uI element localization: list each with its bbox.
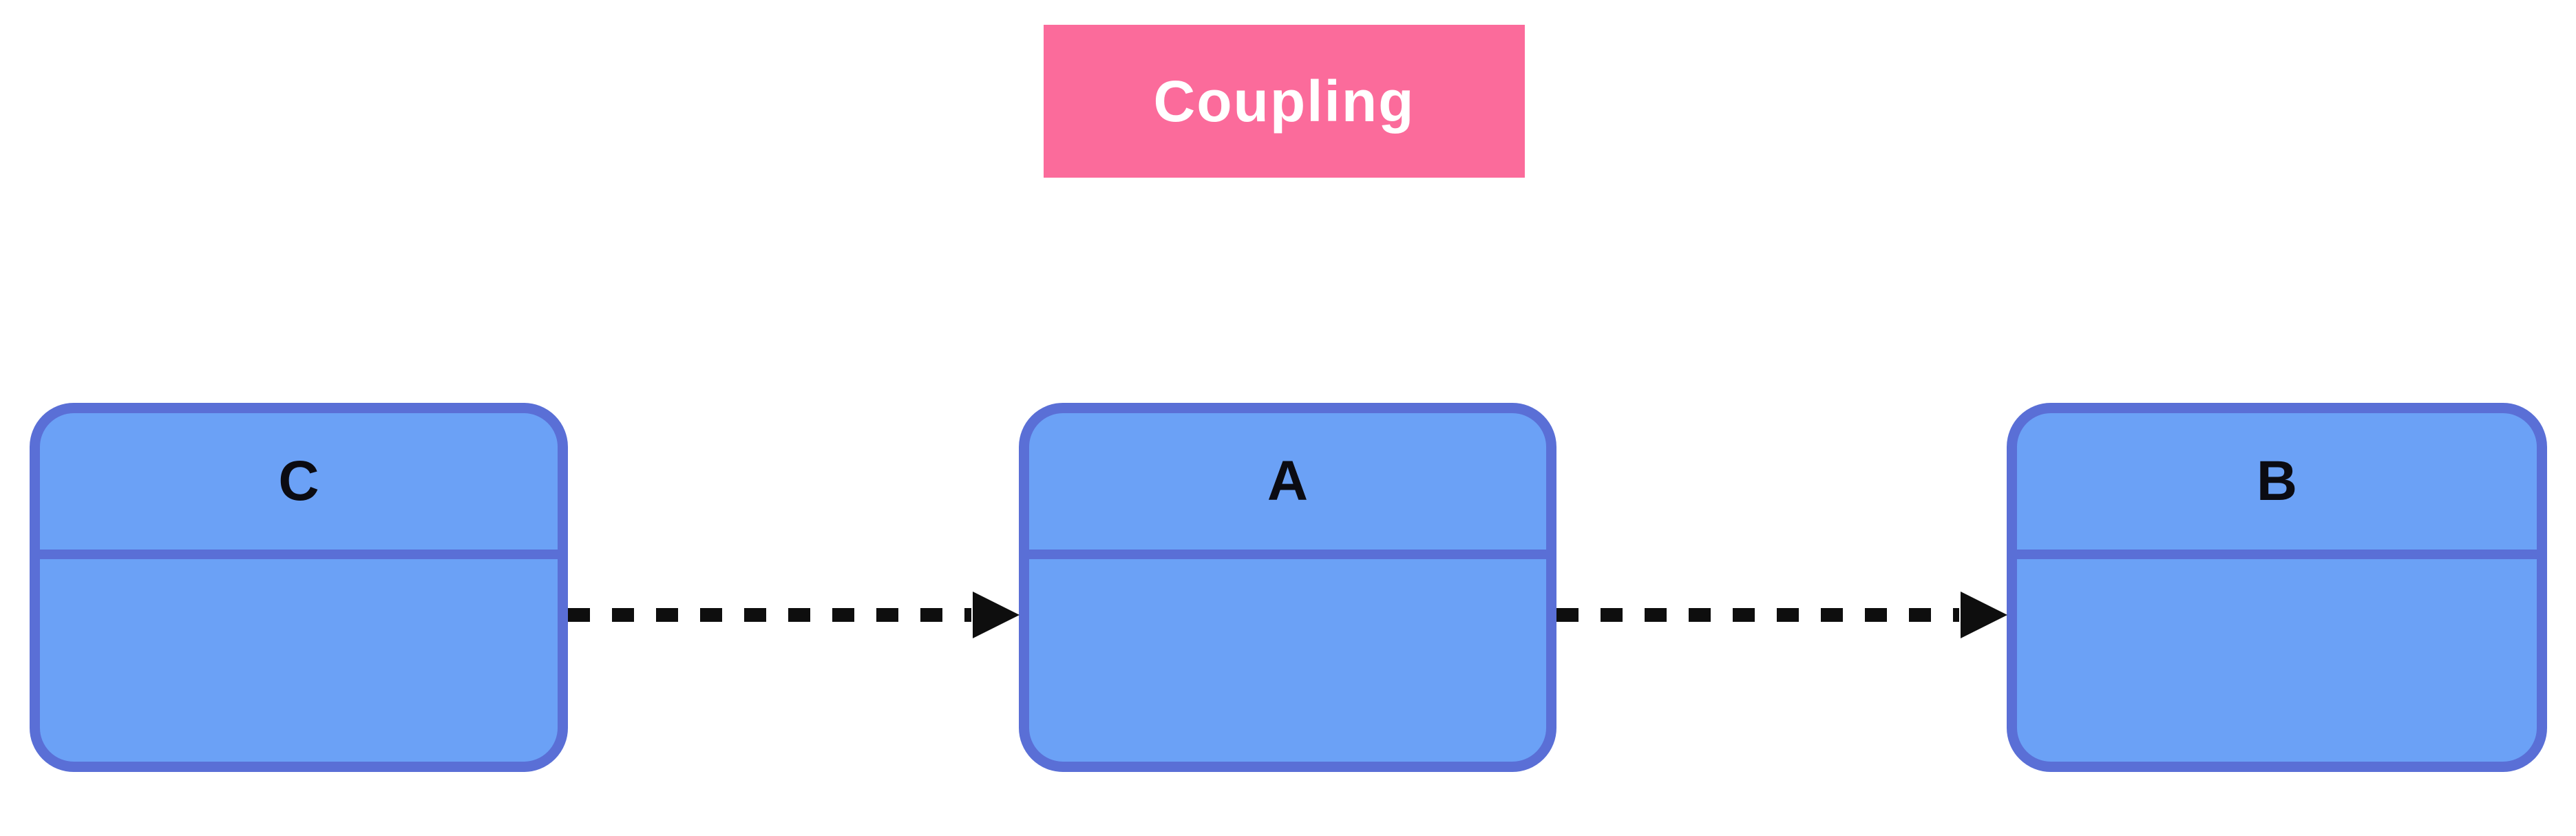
class-node-a-header: A — [1029, 413, 1546, 559]
class-node-b: B — [2007, 403, 2547, 772]
coupling-title-badge: Coupling — [1044, 25, 1525, 178]
class-node-b-label: B — [2256, 450, 2298, 512]
coupling-title-label: Coupling — [1153, 68, 1415, 134]
class-node-c-header: C — [40, 413, 558, 559]
class-node-c: C — [30, 403, 568, 772]
class-node-c-label: C — [278, 450, 319, 512]
class-node-a-label: A — [1267, 450, 1309, 512]
arrowhead-c-to-a-icon — [973, 592, 1020, 638]
dashed-arrow-c-to-a — [568, 592, 1020, 638]
dashed-arrow-a-to-b — [1556, 592, 2007, 638]
arrowhead-a-to-b-icon — [1961, 592, 2007, 638]
class-node-a: A — [1019, 403, 1556, 772]
class-node-b-header: B — [2017, 413, 2537, 559]
